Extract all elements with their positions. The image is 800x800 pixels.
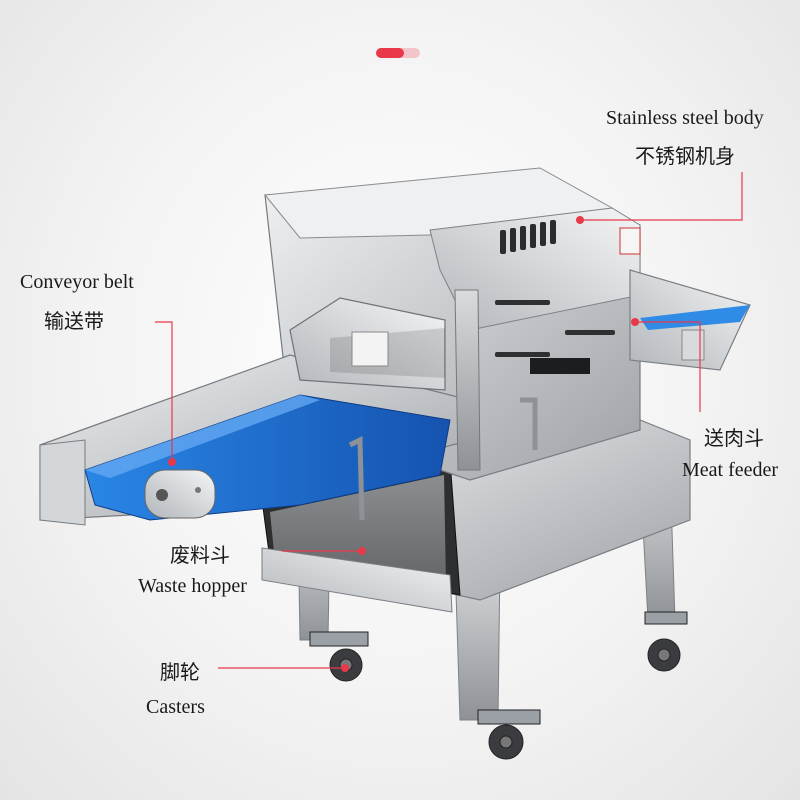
casters [309,611,688,760]
leader-dots [168,216,639,672]
label-feeder-en: Meat feeder [682,459,779,481]
label-belt-en: Conveyor belt [20,271,134,293]
label-casters-zh: 脚轮 [160,660,200,684]
label-body-zh: 不锈钢机身 [635,144,735,168]
label-feeder-zh: 送肉斗 [704,426,764,450]
vent-slots [500,220,556,254]
label-hopper-en: Waste hopper [138,575,247,597]
label-belt-zh: 输送带 [44,309,104,333]
label-body-en: Stainless steel body [606,107,764,129]
leader-lines [155,172,743,669]
label-hopper-zh: 废料斗 [170,543,230,567]
label-casters-en: Casters [146,696,205,718]
page-indicator-active [376,48,404,58]
